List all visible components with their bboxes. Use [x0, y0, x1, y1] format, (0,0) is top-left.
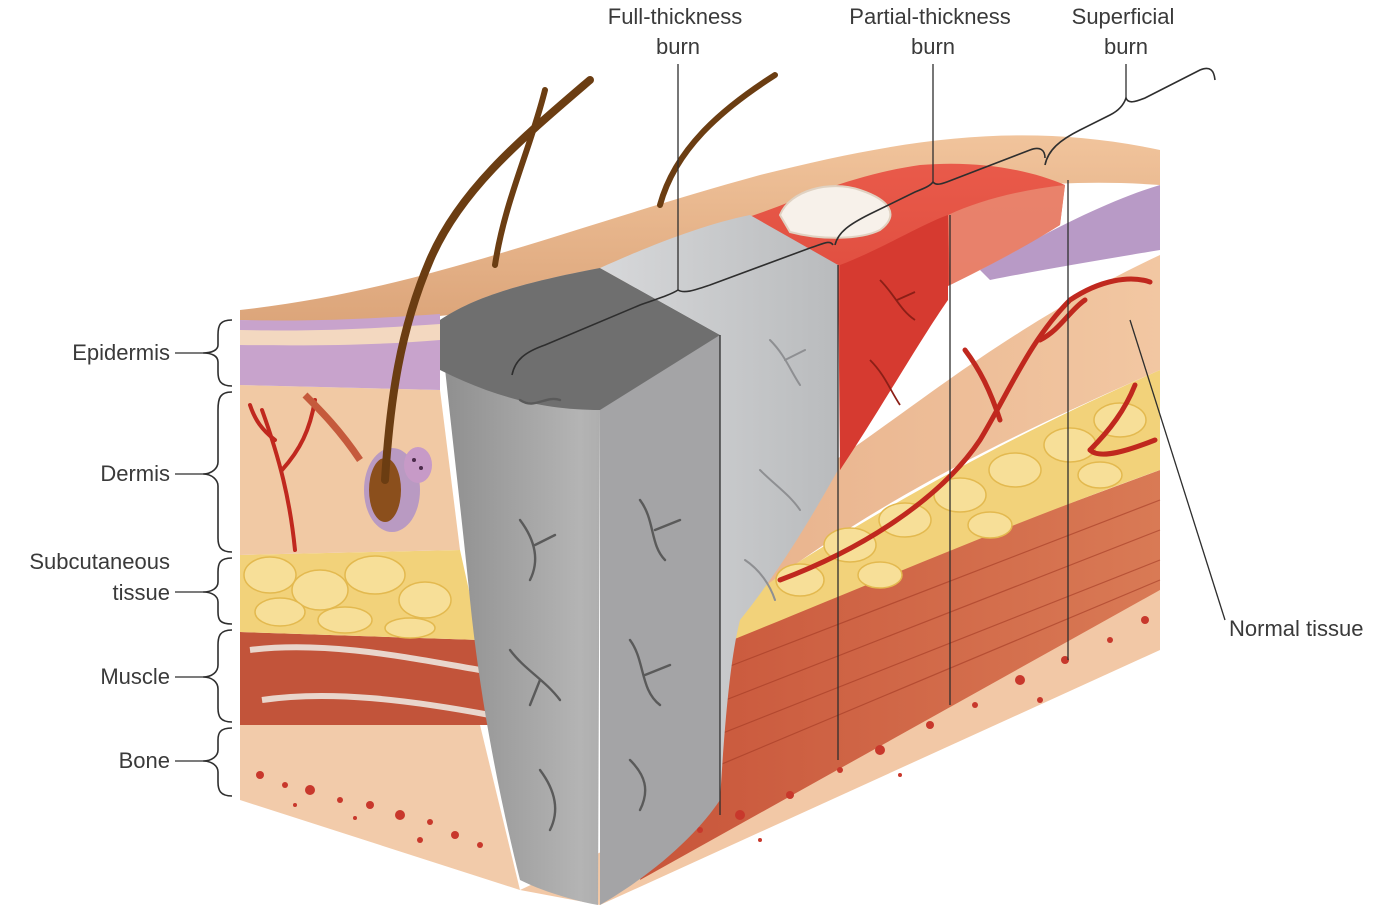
subcutaneous-text-2: tissue: [113, 580, 170, 605]
full-thickness-text-1: Full-thickness: [608, 4, 742, 29]
dermis-text: Dermis: [100, 461, 170, 486]
bone-text: Bone: [119, 748, 170, 773]
superficial-text-2: burn: [1104, 34, 1148, 59]
subcutaneous-text-1: Subcutaneous: [29, 549, 170, 574]
bone-layer-left: [240, 725, 520, 890]
epidermis-text: Epidermis: [72, 340, 170, 365]
label-superficial: Superficial burn: [1072, 4, 1175, 98]
label-epidermis: Epidermis: [72, 320, 232, 386]
muscle-text: Muscle: [100, 664, 170, 689]
label-bone: Bone: [119, 728, 232, 796]
full-thickness-text-2: burn: [656, 34, 700, 59]
label-muscle: Muscle: [100, 630, 232, 722]
label-subcutaneous: Subcutaneous tissue: [29, 549, 232, 624]
label-dermis: Dermis: [100, 392, 232, 552]
partial-thickness-text-1: Partial-thickness: [849, 4, 1010, 29]
partial-thickness-text-2: burn: [911, 34, 955, 59]
normal-tissue-text: Normal tissue: [1229, 616, 1363, 641]
label-normal-tissue: Normal tissue: [1130, 320, 1363, 641]
hair-shaft-2: [495, 90, 545, 265]
superficial-text-1: Superficial: [1072, 4, 1175, 29]
